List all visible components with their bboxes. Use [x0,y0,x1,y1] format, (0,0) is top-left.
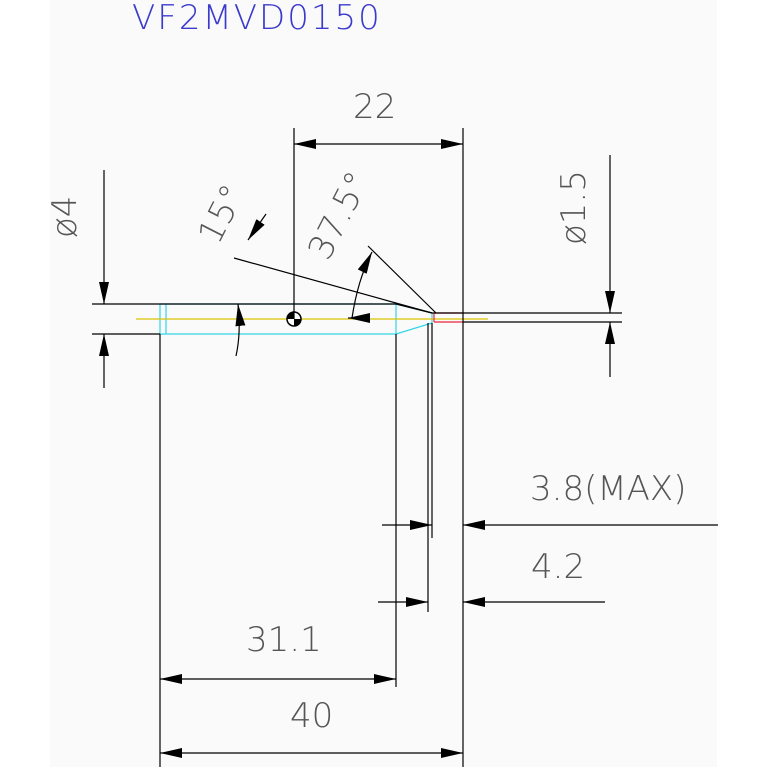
label-length-4-2: 4.2 [531,547,585,587]
dim-angle-37-5 [348,251,373,323]
extension-lines [159,128,464,767]
label-diameter-1-5: ø1.5 [554,170,594,245]
label-length-40: 40 [290,696,333,736]
label-length-3-8: 3.8(MAX) [530,469,687,509]
label-diameter-4: ø4 [45,196,85,238]
label-length-22: 22 [353,87,396,127]
label-length-31-1: 31.1 [246,620,322,660]
drawing-area [50,0,717,767]
drawing-title: VF2MVD0150 [132,0,382,38]
dim-angle-15 [235,213,267,357]
